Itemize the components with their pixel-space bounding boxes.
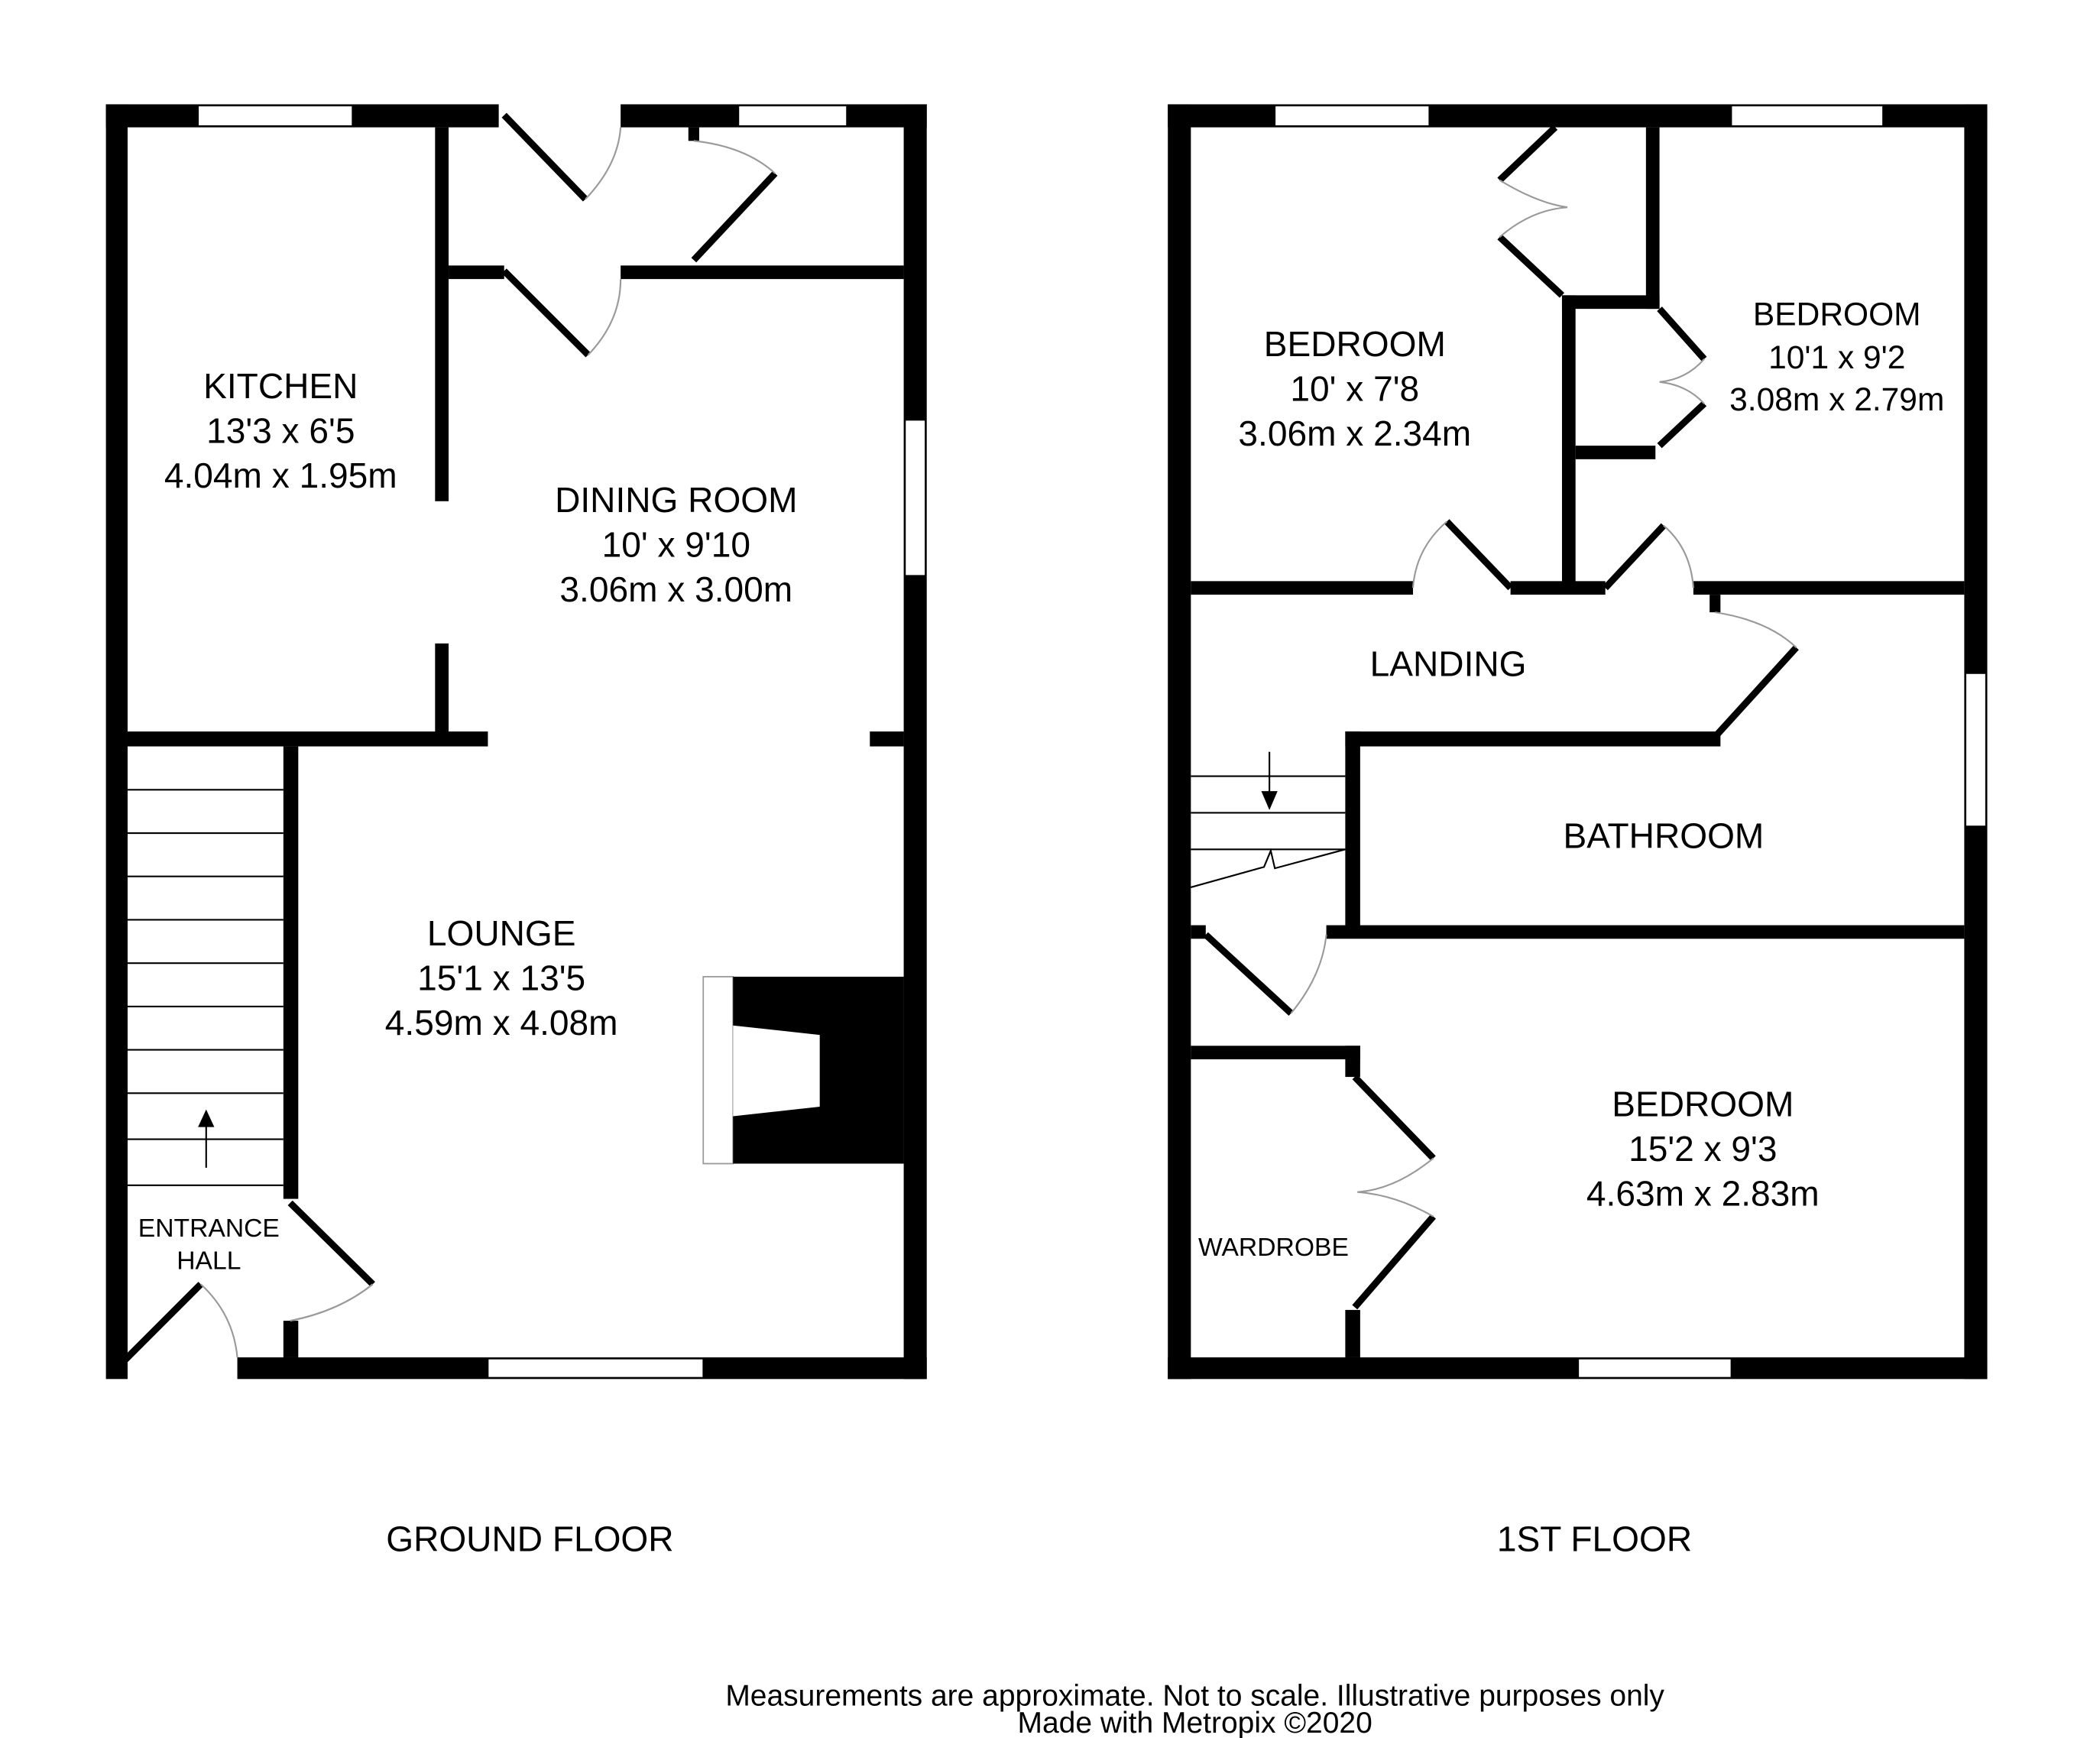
door xyxy=(1203,125,1799,1310)
arrow-up-icon xyxy=(198,1109,215,1127)
room-size-imperial: 10' x 7'8 xyxy=(1290,369,1419,409)
room-size-imperial: 13'3 x 6'5 xyxy=(206,411,355,451)
room-size-metric: 3.08m x 2.79m xyxy=(1729,381,1944,418)
room-label-wardrobe: WARDROBE xyxy=(1198,1234,1349,1262)
disclaimer-text: Measurements are approximate. Not to sca… xyxy=(725,1679,1664,1712)
window xyxy=(737,105,848,127)
window xyxy=(197,105,354,127)
room-name: KITCHEN xyxy=(203,366,358,406)
floor-caption-ground: GROUND FLOOR xyxy=(386,1519,673,1558)
room-label-bedroom-1: BEDROOM 10' x 7'8 3.06m x 2.34m xyxy=(1238,324,1471,453)
room-size-metric: 3.06m x 2.34m xyxy=(1238,413,1471,453)
ground-floor-plan xyxy=(105,104,927,1380)
copyright-text: Made with Metropix ©2020 xyxy=(1018,1707,1372,1738)
room-name-line2: HALL xyxy=(177,1247,241,1276)
window xyxy=(904,419,926,577)
room-label-dining-room: DINING ROOM 10' x 9'10 3.06m x 3.00m xyxy=(555,480,797,609)
staircase xyxy=(127,789,284,1186)
room-size-metric: 3.06m x 3.00m xyxy=(559,569,792,609)
first-floor-plan xyxy=(1168,104,1988,1380)
room-name: ENTRANCE xyxy=(138,1214,280,1243)
room-label-bedroom-2: BEDROOM 10'1 x 9'2 3.08m x 2.79m xyxy=(1729,296,1944,418)
room-size-metric: 4.04m x 1.95m xyxy=(164,456,397,495)
room-name: BEDROOM xyxy=(1753,296,1921,332)
room-label-lounge: LOUNGE 15'1 x 13'5 4.59m x 4.08m xyxy=(385,913,618,1042)
room-label-bathroom: BATHROOM xyxy=(1563,816,1764,856)
room-label-bedroom-3: BEDROOM 15'2 x 9'3 4.63m x 2.83m xyxy=(1586,1084,1820,1213)
window xyxy=(1274,105,1431,127)
fireplace xyxy=(702,976,904,1165)
room-size-imperial: 10' x 9'10 xyxy=(602,524,750,564)
room-size-metric: 4.63m x 2.83m xyxy=(1586,1173,1820,1213)
room-label-entrance-hall: ENTRANCE HALL xyxy=(138,1214,280,1276)
room-size-imperial: 15'1 x 13'5 xyxy=(417,958,585,998)
room-name: DINING ROOM xyxy=(555,480,797,520)
room-size-imperial: 15'2 x 9'3 xyxy=(1628,1129,1777,1169)
window xyxy=(1730,105,1884,127)
floor-caption-first: 1ST FLOOR xyxy=(1497,1519,1692,1558)
door xyxy=(117,112,778,1368)
room-label-landing: LANDING xyxy=(1370,644,1527,683)
room-label-kitchen: KITCHEN 13'3 x 6'5 4.04m x 1.95m xyxy=(164,366,397,495)
room-name: BEDROOM xyxy=(1264,324,1446,364)
window xyxy=(1965,673,1987,828)
staircase xyxy=(1191,751,1346,888)
room-name: BEDROOM xyxy=(1612,1084,1794,1124)
room-name: LOUNGE xyxy=(427,913,576,953)
room-size-metric: 4.59m x 4.08m xyxy=(385,1003,618,1042)
window xyxy=(487,1357,705,1379)
arrow-down-icon xyxy=(1261,791,1278,810)
room-size-imperial: 10'1 x 9'2 xyxy=(1768,339,1905,376)
window xyxy=(1577,1357,1732,1379)
